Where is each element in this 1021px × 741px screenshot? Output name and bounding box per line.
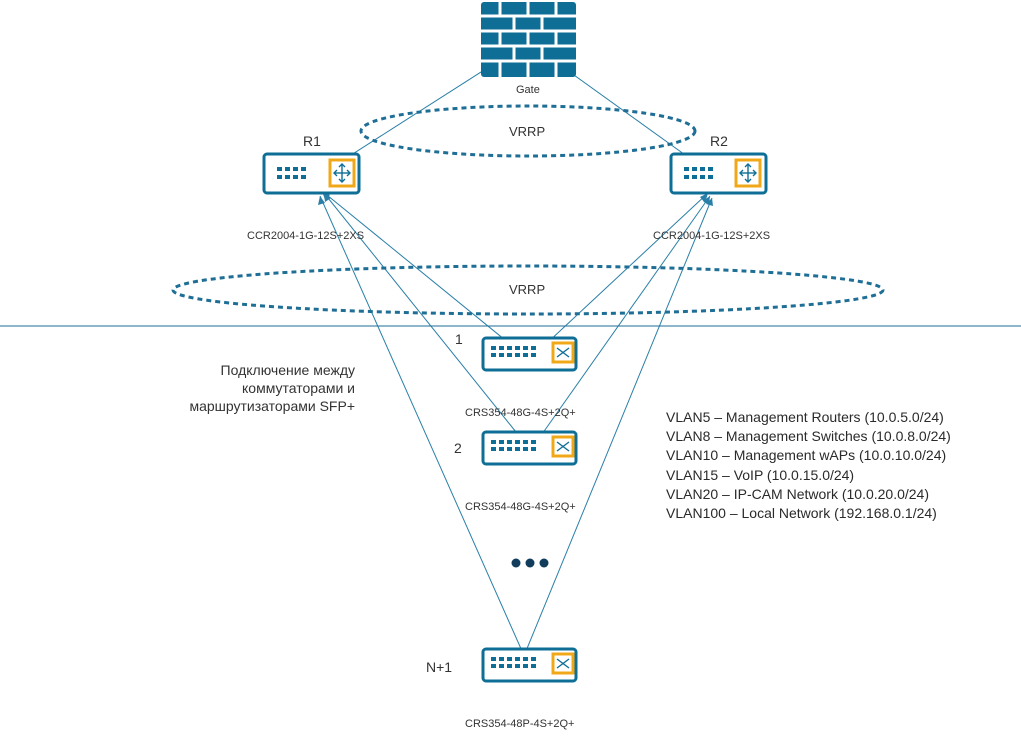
firewall-icon xyxy=(481,2,576,77)
swn-model: CRS354-48P-4S+2Q+ xyxy=(465,718,575,730)
link-r2-sw2 xyxy=(539,195,711,438)
link-r2-sw1 xyxy=(545,192,709,345)
arrowheads xyxy=(312,171,720,206)
vrrp-top-label: VRRP xyxy=(509,124,546,139)
connection-note: Подключение между коммутаторами и маршру… xyxy=(165,361,355,415)
sw1-model: CRS354-48G-4S+2Q+ xyxy=(465,407,576,419)
switch-icon xyxy=(481,336,578,372)
r2-model: CCR2004-1G-12S+2XS xyxy=(653,230,771,242)
vlan-list: VLAN5 – Management Routers (10.0.5.0/24)… xyxy=(666,408,951,523)
r2-name: R2 xyxy=(710,133,728,149)
gate-label: Gate xyxy=(516,84,540,96)
connection-note-line: маршрутизаторами SFP+ xyxy=(189,398,355,414)
link-r1-sw2 xyxy=(323,192,521,438)
vrrp-top-ellipse xyxy=(359,104,697,158)
link-r2-swn xyxy=(525,197,713,652)
vlan-item: VLAN20 – IP-CAM Network (10.0.20.0/24) xyxy=(666,485,930,502)
sw1-index: 1 xyxy=(455,331,463,347)
r1-name: R1 xyxy=(303,133,321,149)
vlan-item: VLAN10 – Management wAPs (10.0.10.0/24) xyxy=(666,447,947,464)
router-icon xyxy=(262,152,361,195)
ellipsis-icon xyxy=(511,558,549,568)
link-r1-sw1 xyxy=(321,190,511,345)
vrrp-bottom-ellipse xyxy=(171,264,885,316)
vlan-item: VLAN8 – Management Switches (10.0.8.0/24… xyxy=(666,428,951,445)
switch-icon xyxy=(481,647,578,683)
swn-index: N+1 xyxy=(426,659,453,675)
vrrp-bottom-label: VRRP xyxy=(509,282,546,297)
sw2-index: 2 xyxy=(454,440,462,456)
vlan-item: VLAN100 – Local Network (192.168.0.1/24) xyxy=(666,505,937,522)
router-icon xyxy=(669,152,768,195)
sw2-model: CRS354-48G-4S+2Q+ xyxy=(465,501,576,513)
connection-note-line: Подключение между xyxy=(220,362,355,378)
connection-note-line: коммутаторами и xyxy=(242,380,355,396)
link-r1-swn xyxy=(319,195,523,652)
switch-icon xyxy=(481,430,578,466)
vlan-item: VLAN15 – VoIP (10.0.15.0/24) xyxy=(666,466,855,483)
vlan-item: VLAN5 – Management Routers (10.0.5.0/24) xyxy=(666,409,944,425)
r1-model: CCR2004-1G-12S+2XS xyxy=(247,230,365,242)
